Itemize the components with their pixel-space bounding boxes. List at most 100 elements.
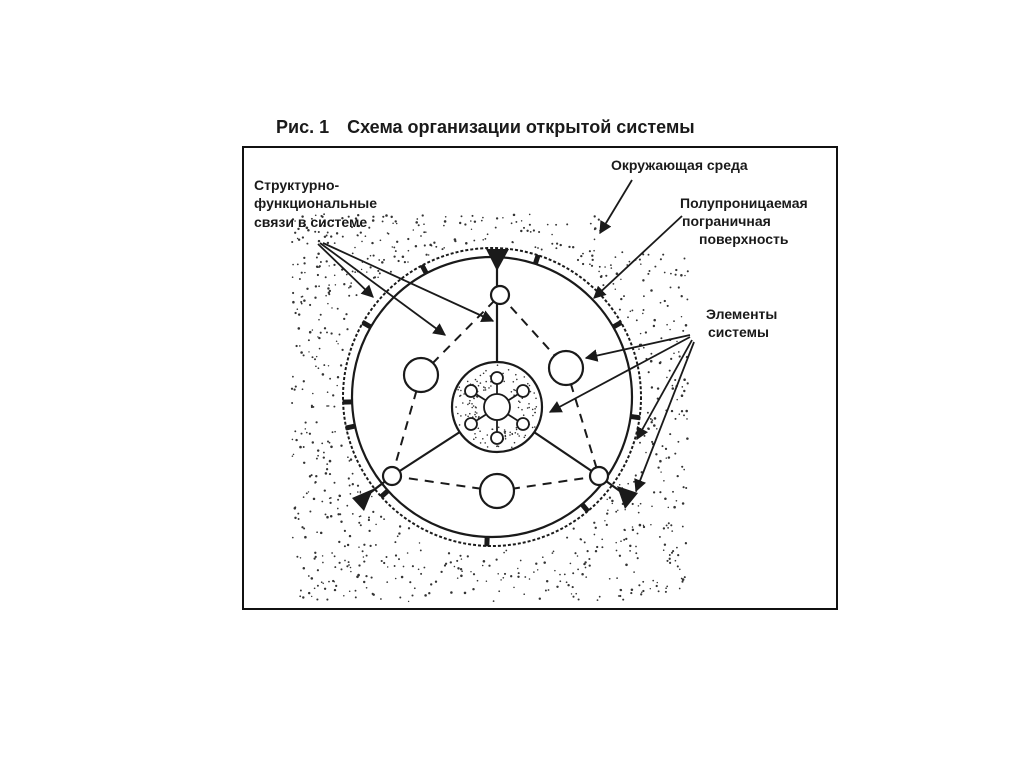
stipple-dot xyxy=(680,410,684,413)
stipple-dot xyxy=(576,258,580,262)
stipple-dot xyxy=(460,389,462,392)
stipple-dot xyxy=(313,358,317,361)
stipple-dot xyxy=(290,387,294,390)
stipple-dot xyxy=(483,389,485,391)
stipple-dot xyxy=(400,575,404,579)
stipple-dot xyxy=(336,375,340,379)
nucleus-sub-element xyxy=(490,371,504,385)
stipple-dot xyxy=(401,255,405,258)
stipple-dot xyxy=(482,216,484,219)
stipple-dot xyxy=(533,571,535,573)
stipple-dot xyxy=(686,298,689,301)
stipple-dot xyxy=(503,572,507,575)
stipple-dot xyxy=(407,600,410,603)
stipple-dot xyxy=(456,559,459,562)
stipple-dot xyxy=(327,302,329,305)
stipple-dot xyxy=(638,348,640,350)
stipple-dot xyxy=(312,497,316,501)
stipple-dot xyxy=(598,595,601,598)
stipple-dot xyxy=(316,531,318,534)
stipple-dot xyxy=(294,311,297,315)
membrane-pore xyxy=(379,488,390,499)
stipple-dot xyxy=(338,494,341,497)
stipple-dot xyxy=(528,384,531,387)
stipple-dot xyxy=(517,433,519,435)
stipple-dot xyxy=(624,508,626,511)
stipple-dot xyxy=(518,400,520,403)
stipple-dot xyxy=(577,568,580,571)
stipple-dot xyxy=(303,256,306,260)
stipple-dot xyxy=(588,250,591,253)
stipple-dot xyxy=(313,587,316,590)
stipple-dot xyxy=(536,569,539,571)
stipple-dot xyxy=(625,537,628,541)
stipple-dot xyxy=(642,279,645,282)
stipple-dot xyxy=(302,354,305,357)
stipple-dot xyxy=(347,477,350,480)
stipple-dot xyxy=(427,254,430,256)
stipple-dot xyxy=(642,309,645,311)
membrane-pore xyxy=(361,320,373,330)
stipple-dot xyxy=(677,351,680,353)
stipple-dot xyxy=(340,520,343,524)
stipple-dot xyxy=(368,226,371,229)
stipple-dot xyxy=(335,584,338,588)
stipple-dot xyxy=(647,253,650,256)
stipple-dot xyxy=(475,436,477,439)
stipple-dot xyxy=(343,529,346,533)
stipple-dot xyxy=(524,576,527,578)
nucleus-sub-element xyxy=(464,417,478,431)
stipple-dot xyxy=(635,552,638,555)
stipple-dot xyxy=(681,465,684,468)
stipple-dot xyxy=(631,309,634,312)
stipple-dot xyxy=(394,577,397,580)
stipple-dot xyxy=(463,591,467,595)
stipple-dot xyxy=(450,591,453,594)
stipple-dot xyxy=(361,240,363,243)
dashed-link xyxy=(420,294,501,376)
stipple-dot xyxy=(667,527,669,529)
stipple-dot xyxy=(323,327,327,330)
stipple-dot xyxy=(504,435,507,438)
stipple-dot xyxy=(540,248,543,251)
stipple-dot xyxy=(321,373,325,376)
stipple-dot xyxy=(503,551,505,554)
stipple-dot xyxy=(465,242,468,245)
stipple-dot xyxy=(678,413,681,415)
stipple-dot xyxy=(305,492,308,495)
stipple-dot xyxy=(328,289,332,293)
stipple-dot xyxy=(546,223,549,226)
stipple-dot xyxy=(471,214,474,217)
stipple-dot xyxy=(522,226,526,229)
stipple-dot xyxy=(526,407,529,409)
stipple-dot xyxy=(346,565,349,568)
stipple-dot xyxy=(509,431,512,434)
stipple-dot xyxy=(615,510,618,513)
stipple-dot xyxy=(529,390,532,393)
stipple-dot xyxy=(409,581,412,584)
stipple-dot xyxy=(614,256,617,258)
stipple-dot xyxy=(535,406,538,408)
stipple-dot xyxy=(653,417,657,420)
stipple-dot xyxy=(630,592,633,595)
output-arrow-top xyxy=(486,249,509,271)
stipple-dot xyxy=(323,221,326,224)
stipple-dot xyxy=(637,511,640,514)
stipple-dot xyxy=(485,369,487,372)
stipple-dot xyxy=(295,344,298,348)
stipple-dot xyxy=(443,247,445,249)
stipple-dot xyxy=(469,399,471,402)
stipple-dot xyxy=(301,526,304,529)
stipple-dot xyxy=(473,239,476,242)
stipple-dot xyxy=(653,424,656,427)
stipple-dot xyxy=(326,391,329,394)
stipple-dot xyxy=(619,588,623,592)
stipple-dot xyxy=(302,446,305,448)
stipple-dot xyxy=(466,555,469,558)
stipple-dot xyxy=(624,529,626,532)
stipple-dot xyxy=(680,274,683,277)
stipple-dot xyxy=(328,473,332,476)
stipple-dot xyxy=(396,240,399,243)
stipple-dot xyxy=(328,441,331,444)
stipple-dot xyxy=(322,582,324,585)
